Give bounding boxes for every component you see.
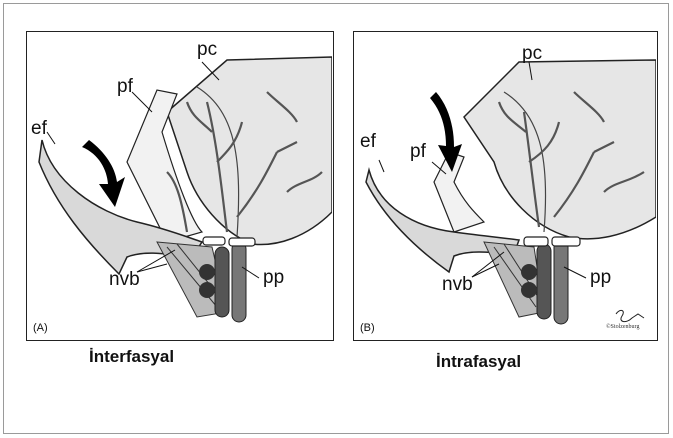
label-pp: pp	[590, 268, 611, 287]
caption-intrafasyal: İntrafasyal	[436, 352, 521, 372]
clips-b	[524, 237, 580, 246]
label-pc: pc	[522, 44, 542, 63]
label-pp: pp	[263, 268, 284, 287]
illustration-a	[27, 32, 332, 339]
label-pc: pc	[197, 40, 217, 59]
panel-b: pc pf ef nvb pp (B) ©Stolzenburg	[353, 31, 658, 341]
clips-a	[203, 237, 255, 246]
label-ef: ef	[360, 132, 376, 151]
signature-mark	[616, 310, 644, 321]
prostate-capsule-shape	[464, 60, 656, 239]
label-ef: ef	[31, 119, 47, 138]
caption-interfasyal: İnterfasyal	[89, 347, 174, 367]
panel-label-a: (A)	[33, 322, 48, 334]
panel-label-b: (B)	[360, 322, 375, 334]
copyright-text: ©Stolzenburg	[606, 324, 639, 330]
direction-arrow-a	[82, 140, 125, 207]
label-nvb: nvb	[109, 270, 140, 289]
figure-frame: pc pf ef nvb pp (A)	[3, 3, 669, 434]
label-nvb: nvb	[442, 275, 473, 294]
label-pf: pf	[410, 142, 426, 161]
panel-a: pc pf ef nvb pp (A)	[26, 31, 334, 341]
nvb-bundle-b	[484, 242, 544, 317]
prostatic-fascia-shape	[434, 152, 484, 232]
illustration-b	[354, 32, 656, 339]
label-pf: pf	[117, 77, 133, 96]
